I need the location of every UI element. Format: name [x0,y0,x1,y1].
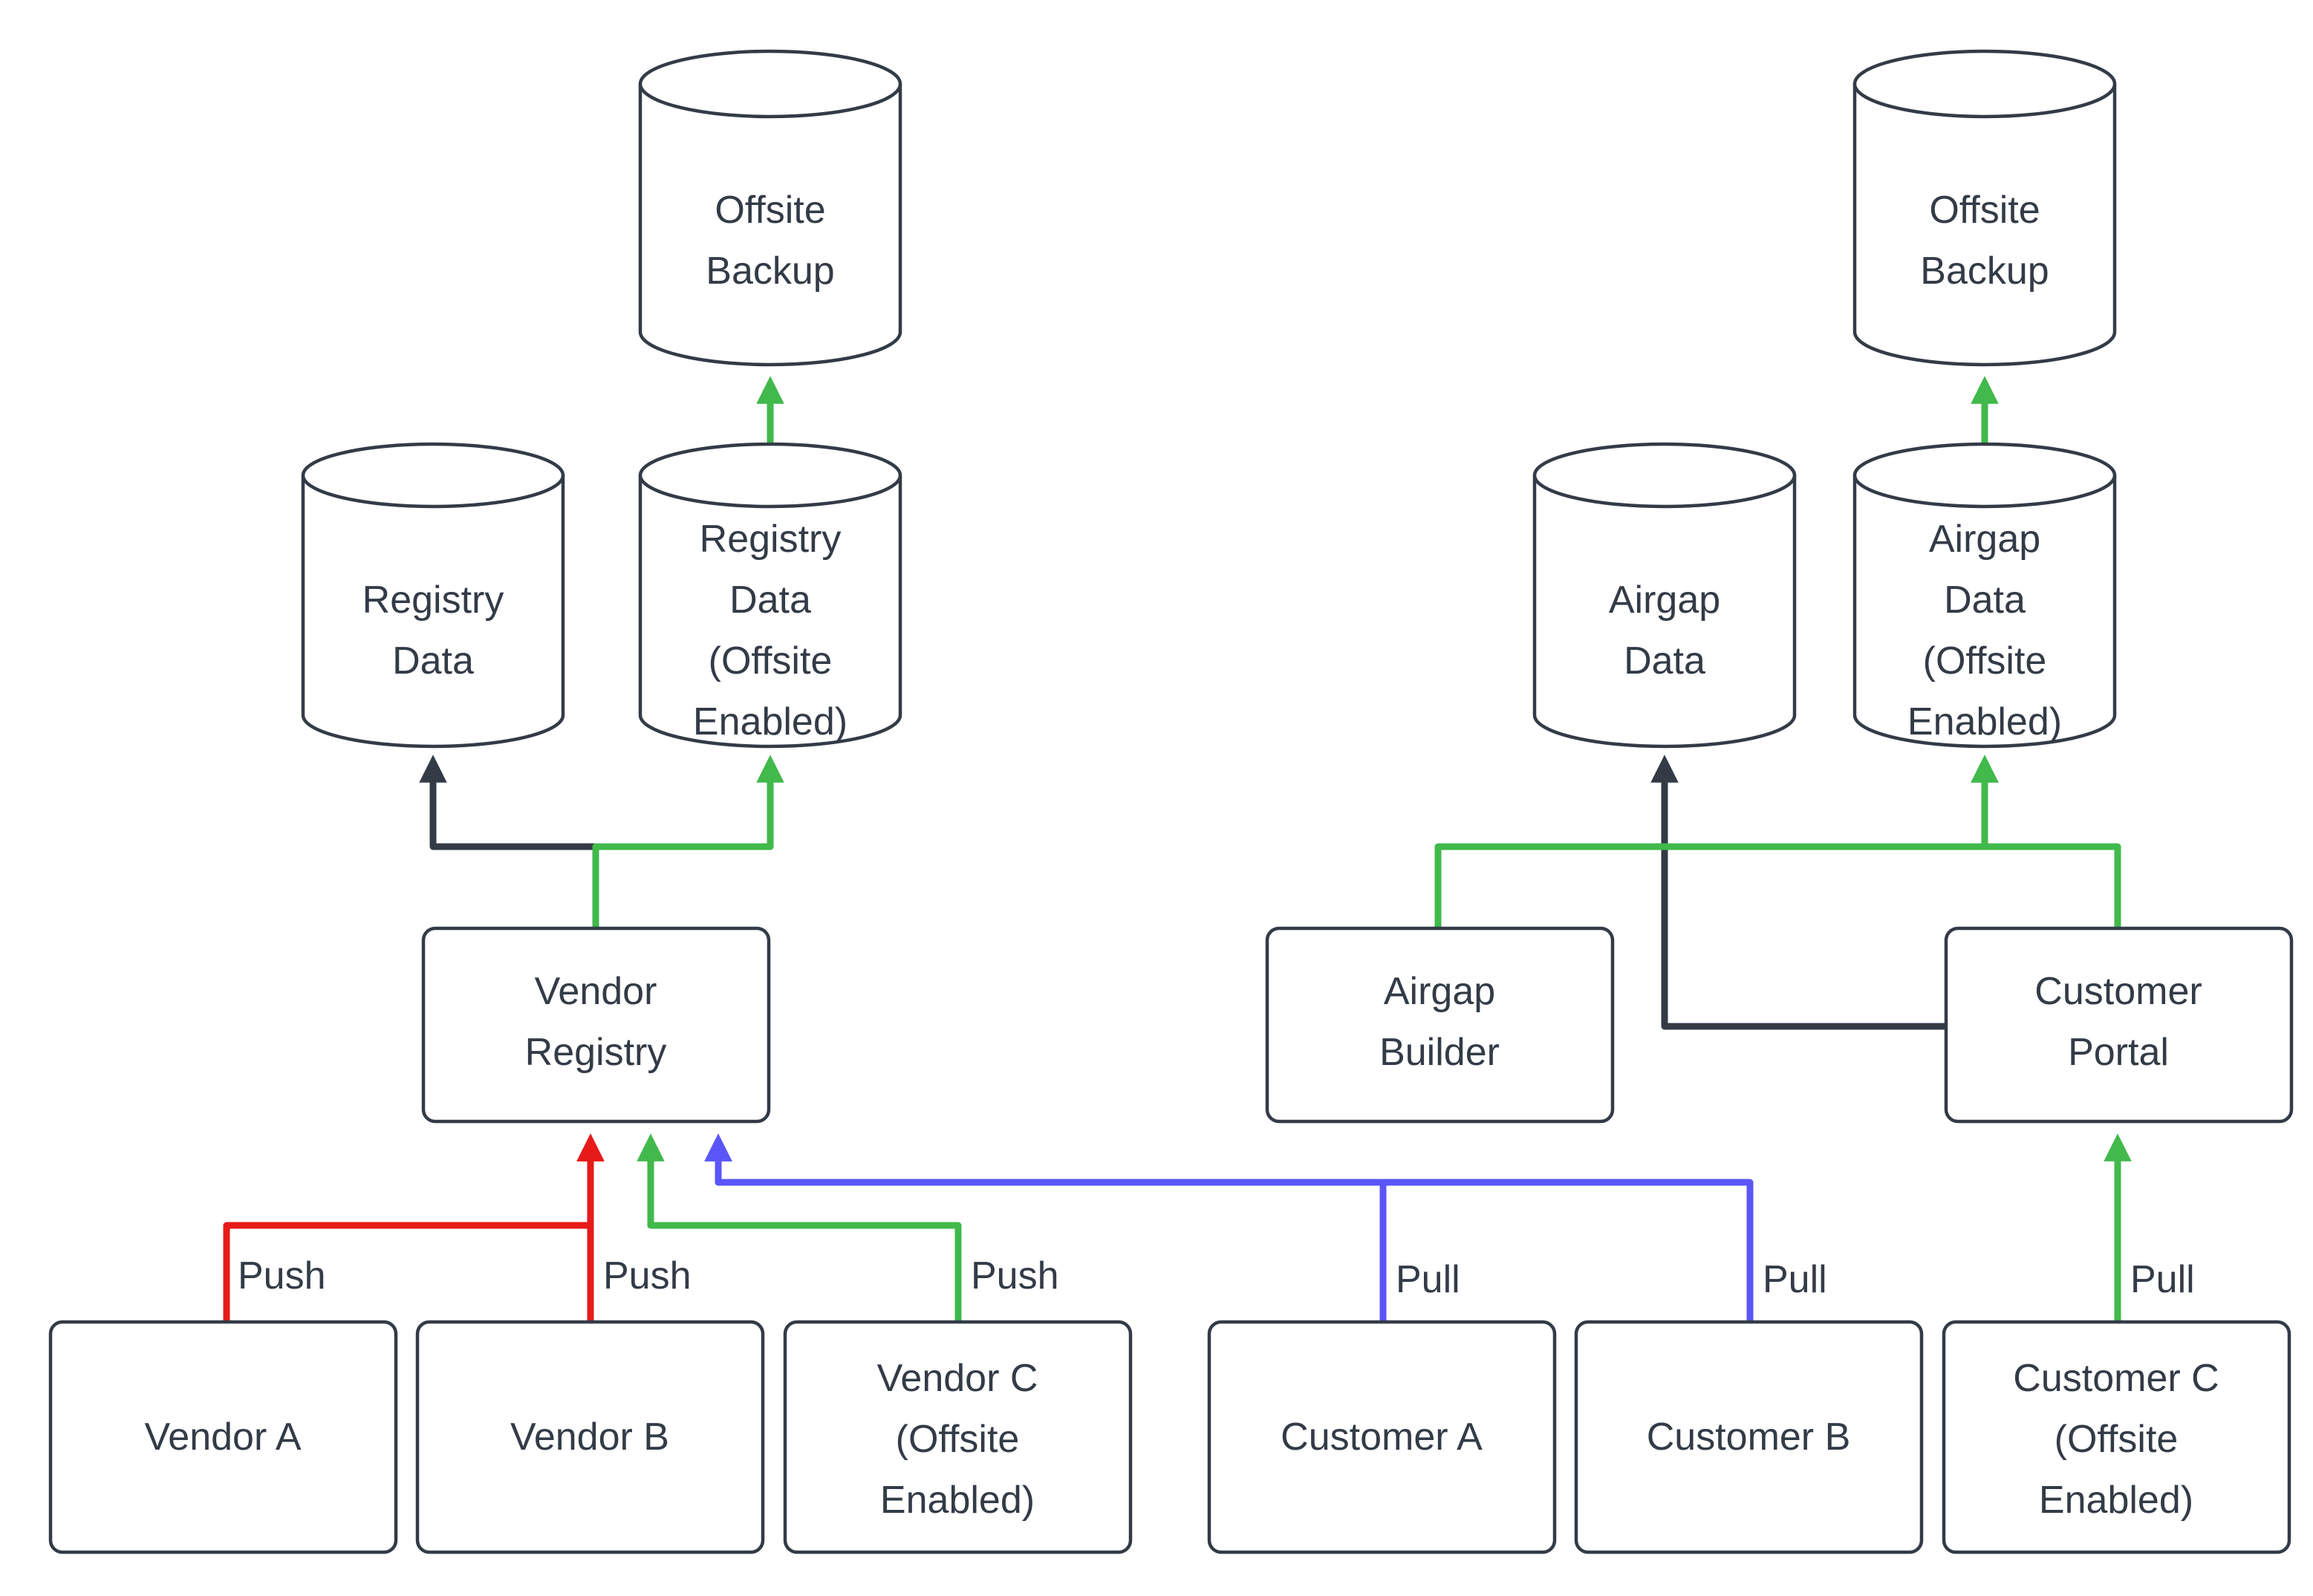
node-airgap-builder[interactable]: Airgap Builder [1265,926,1615,1124]
node-vendor-b[interactable]: Vendor B [415,1320,765,1554]
customer-a-label: Customer A [1281,1416,1483,1459]
registry-data-offsite-label-line4: Enabled) [693,700,848,743]
airgap-data-offsite-label-line2: Data [1944,579,2026,622]
node-vendor-a[interactable]: Vendor A [48,1320,398,1554]
edge-label-pull-2: Pull [1763,1258,1827,1301]
node-airgap-data-offsite[interactable]: Airgap Data (Offsite Enabled) [1852,442,2117,749]
edge-portal-to-airgap-data [1650,755,1953,1030]
edge-label-layer: Push Push Push Pull Pull Pull [238,1254,2195,1301]
edge-vendor-c-push [637,1133,962,1322]
edge-layer [223,376,2132,1322]
edge-customer-b-pull [704,1133,1754,1322]
vendor-b-label: Vendor B [510,1416,669,1459]
edge-portal-to-airgap-data-offsite [1971,755,2121,928]
edge-label-pull-3: Pull [2130,1258,2195,1301]
registry-data-label-line2: Data [392,639,474,683]
customer-portal-label-line2: Portal [2068,1031,2169,1074]
vendor-registry-label-line1: Vendor [535,970,657,1013]
offsite-backup-left-label-line1: Offsite [715,189,825,232]
registry-data-label-line1: Registry [362,579,504,622]
airgap-data-label-line2: Data [1624,639,1705,683]
customer-c-label-line1: Customer C [2013,1357,2219,1400]
customer-b-label: Customer B [1647,1416,1851,1459]
node-vendor-registry[interactable]: Vendor Registry [421,926,771,1124]
vendor-registry-label-line2: Registry [525,1031,667,1074]
node-vendor-c[interactable]: Vendor C (Offsite Enabled) [783,1320,1133,1554]
vendor-c-label-line1: Vendor C [877,1357,1038,1400]
edge-label-push-3: Push [971,1254,1059,1297]
airgap-data-offsite-label-line3: (Offsite [1923,639,2047,683]
customer-portal-label-line1: Customer [2034,970,2202,1013]
offsite-backup-right-label-line2: Backup [1920,250,2049,293]
airgap-builder-label-line1: Airgap [1384,970,1495,1013]
vendor-c-label-line3: Enabled) [880,1479,1035,1522]
customer-c-label-line2: (Offsite [2055,1418,2179,1461]
vendor-a-label: Vendor A [144,1416,301,1459]
node-customer-portal[interactable]: Customer Portal [1944,926,2294,1124]
vendor-c-label-line2: (Offsite [896,1418,1020,1461]
offsite-backup-right-label-line1: Offsite [1929,189,2040,232]
node-customer-b[interactable]: Customer B [1574,1320,1924,1554]
airgap-data-label-line1: Airgap [1609,579,1720,622]
edge-label-pull-1: Pull [1396,1258,1460,1301]
registry-data-offsite-label-line1: Registry [700,518,842,561]
node-registry-data[interactable]: Registry Data [301,442,565,749]
registry-data-offsite-label-line2: Data [729,579,811,622]
node-offsite-backup-right[interactable]: Offsite Backup [1852,49,2117,367]
registry-data-offsite-label-line3: (Offsite [709,639,833,683]
edge-label-push-1: Push [238,1254,326,1297]
node-offsite-backup-left[interactable]: Offsite Backup [638,49,902,367]
node-customer-a[interactable]: Customer A [1207,1320,1557,1554]
airgap-data-offsite-label-line1: Airgap [1929,518,2040,561]
airgap-builder-label-line2: Builder [1379,1031,1500,1074]
node-airgap-data[interactable]: Airgap Data [1532,442,1797,749]
airgap-data-offsite-label-line4: Enabled) [1907,700,2062,743]
node-registry-data-offsite[interactable]: Registry Data (Offsite Enabled) [638,442,902,749]
node-customer-c[interactable]: Customer C (Offsite Enabled) [1942,1320,2291,1554]
offsite-backup-left-label-line2: Backup [706,250,834,293]
edge-registry-to-registry-data-offsite [592,755,784,928]
edge-label-push-2: Push [603,1254,692,1297]
customer-c-label-line3: Enabled) [2039,1479,2193,1522]
